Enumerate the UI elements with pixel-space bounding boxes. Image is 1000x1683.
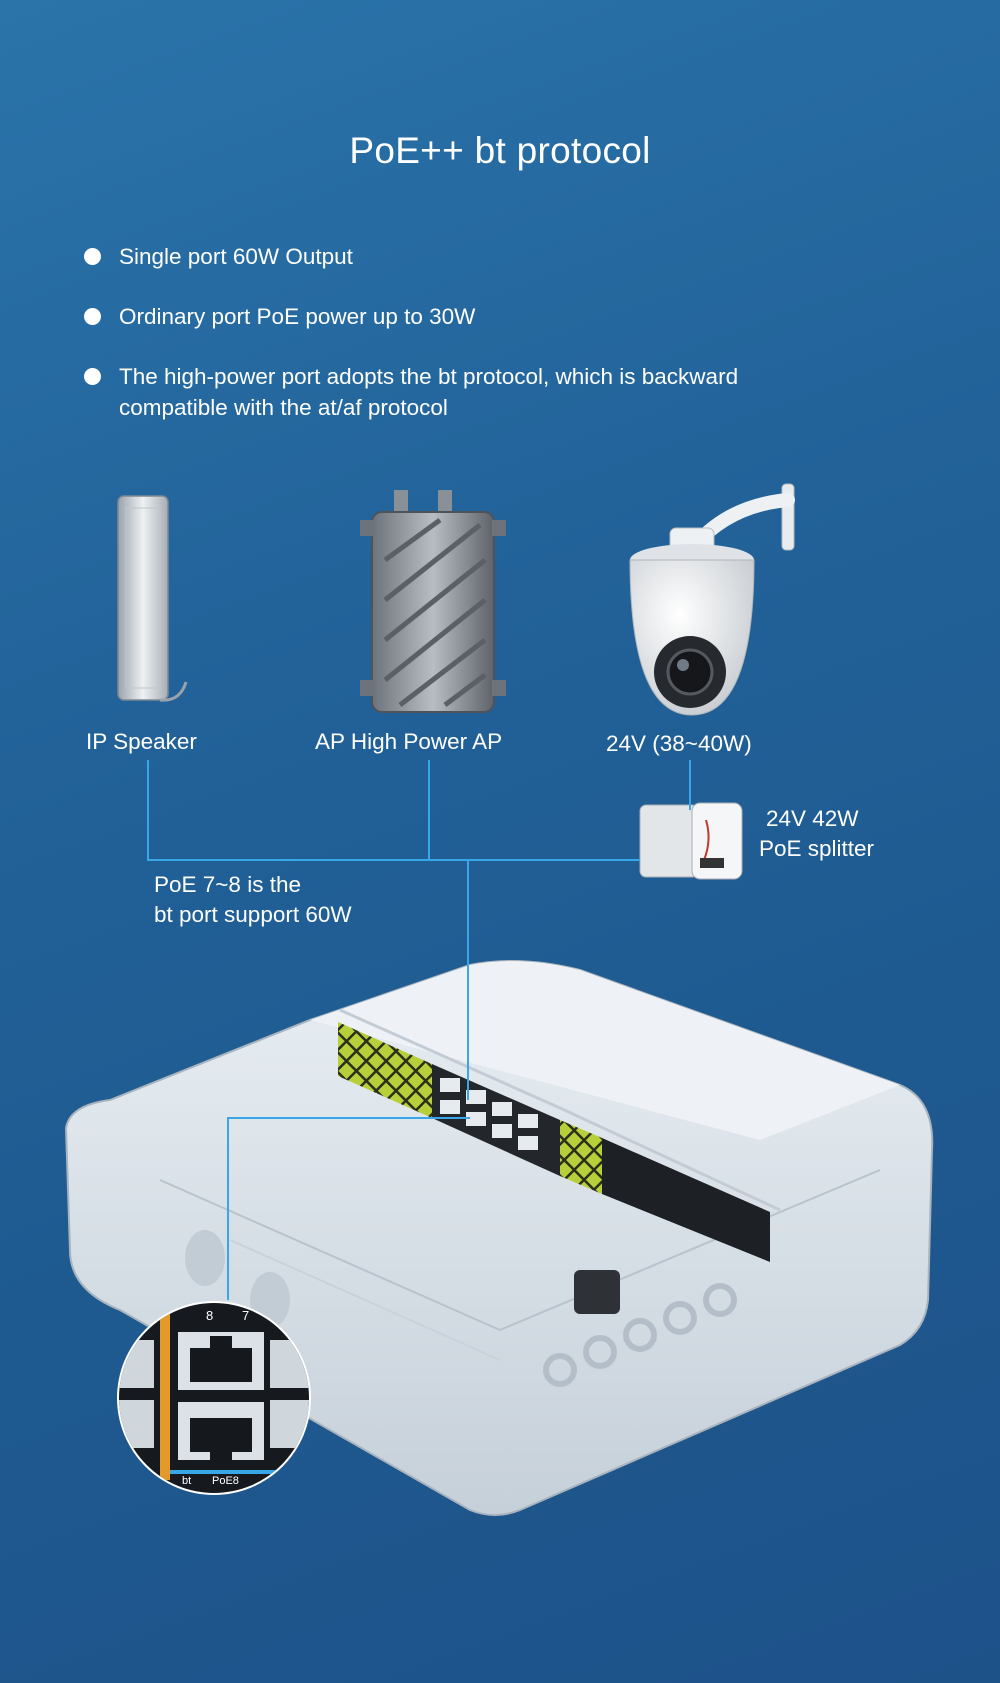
bt-note-line2: bt port support 60W — [154, 902, 352, 927]
feature-text: The high-power port adopts the bt protoc… — [119, 364, 739, 420]
camera-power-label: 24V (38~40W) — [606, 731, 752, 756]
ap-label: AP High Power AP — [315, 729, 503, 754]
ip-speaker-image — [117, 495, 188, 702]
splitter-label-line1: 24V 42W — [766, 806, 859, 831]
feature-item-bt-protocol: The high-power port adopts the bt protoc… — [84, 361, 844, 423]
bullet-icon — [84, 368, 101, 385]
speaker-connector-line — [147, 760, 640, 861]
port-7-label: 7 — [242, 1308, 249, 1323]
bullet-icon — [84, 308, 101, 325]
bullet-icon — [84, 248, 101, 265]
feature-text: Ordinary port PoE power up to 30W — [119, 304, 476, 329]
feature-item-30w: Ordinary port PoE power up to 30W — [84, 301, 844, 332]
feature-item-60w: Single port 60W Output — [84, 241, 844, 272]
bt-note-line1: PoE 7~8 is the — [154, 872, 301, 897]
dome-camera-image — [629, 483, 795, 716]
port-8-label: 8 — [206, 1308, 213, 1323]
page-title: PoE++ bt protocol — [349, 130, 651, 171]
ip-speaker-label: IP Speaker — [86, 729, 197, 754]
ap-image — [360, 490, 506, 713]
poe-splitter-image — [639, 802, 743, 880]
connector-lines — [147, 760, 691, 1300]
zoom-connector-line — [227, 1117, 470, 1300]
port-zoom-detail: 8 7 bt PoE8 — [117, 1301, 311, 1495]
poe8-port-label: PoE8 — [212, 1475, 239, 1487]
feature-text: Single port 60W Output — [119, 244, 353, 269]
splitter-label-line2: PoE splitter — [759, 836, 875, 861]
bt-port-label: bt — [182, 1475, 191, 1487]
